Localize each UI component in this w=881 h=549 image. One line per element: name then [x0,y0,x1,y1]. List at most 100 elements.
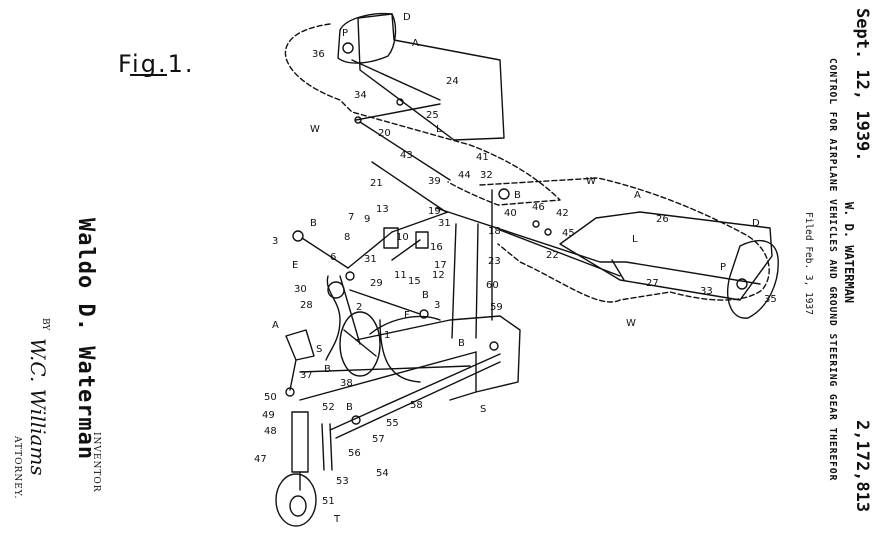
label-23: 23 [488,256,501,267]
label-5: S [316,344,322,355]
upper-end-plate [337,12,397,64]
strut-56 [329,423,333,471]
label-B-3b: B [422,290,429,301]
label-56: 56 [348,448,361,459]
label-A-lower: A [634,190,641,201]
label-35: 35 [764,294,777,305]
label-60: 60 [486,280,499,291]
label-19: 19 [428,206,441,217]
label-B-37: B [324,364,331,375]
label-45: 45 [562,228,575,239]
label-10: 10 [396,232,409,243]
label-31b: 31 [364,254,377,265]
label-50: 50 [264,392,277,403]
label-16: 16 [430,242,443,253]
label-S-frame: S [480,404,486,415]
strut-48 [291,411,309,473]
label-18: 18 [488,226,501,237]
label-B-frame: B [458,338,465,349]
label-36: 36 [312,49,325,60]
steering-wheel [339,311,381,377]
lower-wing-outline [479,177,770,303]
pivot-3-upper [292,230,304,242]
label-13: 13 [376,204,389,215]
label-58: 58 [410,400,423,411]
label-25: 25 [426,110,439,121]
label-T: T [333,514,341,525]
pivot-25 [396,98,404,106]
label-59: 59 [490,302,503,313]
arm-7 [391,211,449,233]
label-29: 29 [370,278,383,289]
pivot-46 [532,220,540,228]
label-32: 32 [480,170,493,181]
column-23 [451,223,457,339]
label-43: 43 [400,150,413,161]
column-60 [475,223,479,339]
label-A-upper: A [412,38,419,49]
nose-wheel [275,473,317,527]
pedal-4 [285,329,315,361]
bracket-17 [415,231,429,249]
label-30: 30 [294,284,307,295]
pivot-35 [736,278,748,290]
rod-57 [335,361,501,439]
label-47: 47 [254,454,267,465]
figure-label: Fig.1. [118,50,195,78]
label-49: 49 [262,410,275,421]
pivot-B-lower [351,415,361,425]
label-B-52: B [346,402,353,413]
label-57: 57 [372,434,385,445]
reference-labels: D P 36 A 24 34 25 L W 20 43 41 44 39 21 … [254,12,777,525]
label-B-32: B [514,190,521,201]
label-39: 39 [428,176,441,187]
strut-53 [321,423,325,471]
label-55: 55 [386,418,399,429]
pivot-B-frame [489,341,499,351]
label-26: 26 [656,214,669,225]
pivot-36 [342,42,354,54]
upper-wing-outline [284,23,561,206]
label-4: A [272,320,279,331]
rod-21 [371,161,447,213]
pivot-3-lower [419,309,429,319]
label-12: 12 [432,270,445,281]
label-W-upper: W [310,124,320,135]
lower-end-plate [727,239,779,319]
label-48: 48 [264,426,277,437]
label-W-mid: W [586,176,596,187]
label-20: 20 [378,128,391,139]
label-34: 34 [354,90,367,101]
rod-37 [289,359,297,391]
pivot-29 [345,271,355,281]
label-40: 40 [504,208,517,219]
label-6: 6 [330,252,336,263]
label-L-upper: L [436,124,442,135]
rod-22 [499,229,621,277]
label-17: 17 [434,260,447,271]
label-33: 33 [700,286,713,297]
label-2: 2 [356,302,362,313]
pivot-50 [285,387,295,397]
pivot-45 [544,228,552,236]
label-15: 15 [408,276,421,287]
label-W-lower: W [626,318,636,329]
label-1: 1 [384,330,390,341]
label-B-3: B [310,218,317,229]
label-52: 52 [322,402,335,413]
label-F: F [404,310,410,321]
label-42: 42 [556,208,569,219]
label-P-lower: P [720,262,726,273]
label-9: 9 [364,214,370,225]
label-P-upper: P [342,28,348,39]
label-21: 21 [370,178,383,189]
label-22: 22 [546,250,559,261]
arm-F [349,289,421,315]
rod-20 [359,121,451,181]
label-8: 8 [344,232,350,243]
label-28: 28 [300,300,313,311]
label-27: 27 [646,278,659,289]
label-3-upper: 3 [272,236,278,247]
rod-58 [299,351,477,401]
label-31a: 31 [438,218,451,229]
